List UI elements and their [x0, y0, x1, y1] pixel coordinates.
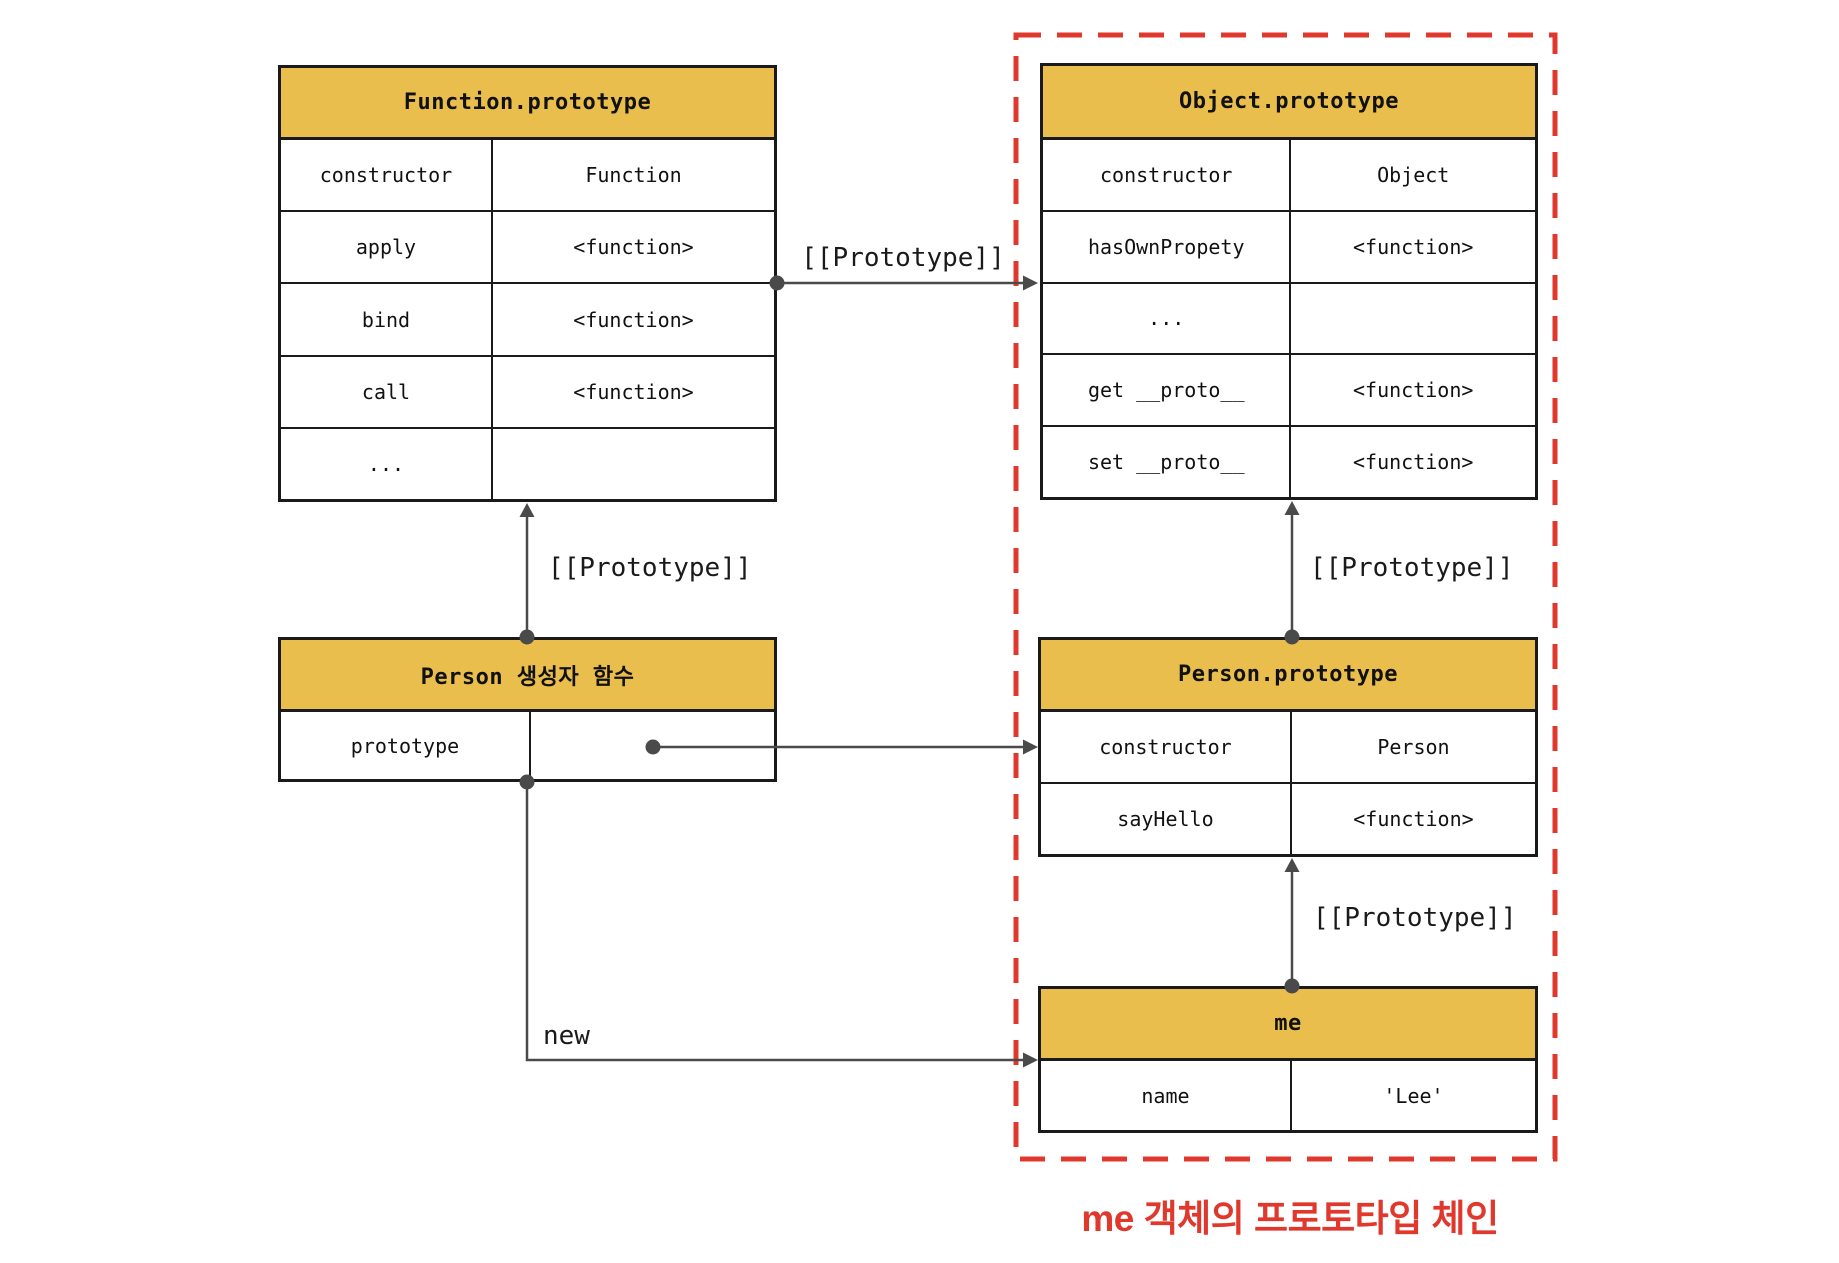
- cell-key: prototype: [281, 712, 531, 779]
- table-row: call <function>: [281, 354, 774, 427]
- table-header: Person.prototype: [1041, 640, 1535, 712]
- table-title: Object.prototype: [1179, 89, 1399, 114]
- cell-value: <function>: [573, 307, 694, 332]
- cell-key: hasOwnPropety: [1043, 211, 1292, 282]
- table-header: Function.prototype: [281, 68, 774, 140]
- cell-value: [531, 712, 774, 779]
- cell-value: <function>: [1353, 234, 1474, 259]
- table-header: Object.prototype: [1043, 66, 1535, 140]
- cell-key: call: [281, 356, 493, 427]
- table-function-prototype: Function.prototype constructor Function ap…: [278, 65, 777, 502]
- table-body: prototype: [281, 712, 774, 779]
- cell-key: constructor: [1043, 140, 1292, 210]
- table-body: constructor Object hasOwnPropety <function>…: [1043, 140, 1535, 497]
- table-title: me: [1274, 1011, 1302, 1036]
- table-row: sayHello <function>: [1041, 782, 1535, 854]
- table-header: me: [1041, 989, 1535, 1061]
- prototype-label-top: [[Prototype]]: [801, 243, 1005, 273]
- cell-key: name: [1041, 1061, 1292, 1130]
- table-title: Person.prototype: [1178, 662, 1398, 687]
- arrow-new-instance-head: [1023, 1052, 1038, 1068]
- cell-key: set __proto__: [1043, 427, 1292, 497]
- prototype-label-right: [[Prototype]]: [1310, 553, 1514, 583]
- table-body: constructor Function apply <function> bind <f…: [281, 140, 774, 500]
- arrow-personproto-to-objectproto-head: [1284, 501, 1300, 515]
- table-row: set __proto__ <function>: [1043, 425, 1535, 497]
- cell-key: ...: [281, 428, 493, 500]
- cell-value: Function: [585, 163, 682, 188]
- cell-value: <function>: [573, 379, 694, 404]
- table-row: apply <function>: [281, 210, 774, 283]
- table-row: constructor Person: [1041, 712, 1535, 782]
- cell-key: get __proto__: [1043, 355, 1292, 426]
- arrow-me-to-personproto-head: [1284, 858, 1300, 872]
- table-row: hasOwnPropety <function>: [1043, 209, 1535, 282]
- prototype-label-left: [[Prototype]]: [548, 553, 752, 583]
- table-title: Person 생성자 함수: [420, 664, 635, 690]
- cell-key: apply: [281, 212, 493, 283]
- cell-value: <function>: [1353, 378, 1474, 403]
- table-row: ...: [1043, 281, 1535, 354]
- cell-value: <function>: [573, 235, 694, 260]
- arrow-prototype-ref-head: [1023, 739, 1038, 755]
- table-row: prototype: [281, 712, 774, 779]
- prototype-label-bottom: [[Prototype]]: [1313, 903, 1517, 933]
- cell-value: <function>: [1353, 450, 1474, 475]
- cell-value: [1291, 284, 1535, 354]
- diagram-caption: me 객체의 프로토타입 체인: [1081, 1198, 1499, 1239]
- table-body: name 'Lee': [1041, 1061, 1535, 1130]
- table-row: constructor Function: [281, 140, 774, 211]
- cell-key: sayHello: [1041, 784, 1292, 854]
- arrow-functionproto-to-objectproto-head: [1023, 275, 1038, 291]
- table-person-constructor: Person 생성자 함수 prototype: [278, 637, 777, 782]
- table-row: ...: [281, 426, 774, 500]
- arrow-new-instance-line: [525, 782, 1026, 1062]
- table-object-prototype: Object.prototype constructor Object hasOwn…: [1040, 63, 1538, 500]
- cell-key: ...: [1043, 283, 1292, 354]
- arrow-person-to-functionproto-head: [519, 503, 535, 517]
- cell-value: Person: [1377, 735, 1450, 759]
- new-label: new: [543, 1021, 590, 1051]
- cell-key: bind: [281, 284, 493, 355]
- cell-value: 'Lee': [1383, 1083, 1444, 1108]
- table-row: get __proto__ <function>: [1043, 353, 1535, 426]
- table-body: constructor Person sayHello <function>: [1041, 712, 1535, 854]
- table-me-object: me name 'Lee': [1038, 986, 1538, 1133]
- cell-key: constructor: [1041, 712, 1292, 782]
- cell-value: <function>: [1353, 807, 1474, 831]
- table-person-prototype: Person.prototype constructor Person sayHel…: [1038, 637, 1538, 857]
- table-title: Function.prototype: [403, 90, 652, 115]
- table-row: bind <function>: [281, 282, 774, 355]
- cell-key: constructor: [281, 140, 493, 211]
- cell-value: Object: [1377, 162, 1450, 187]
- table-header: Person 생성자 함수: [281, 640, 774, 712]
- cell-value: [493, 429, 774, 499]
- table-row: name 'Lee': [1041, 1061, 1535, 1130]
- table-row: constructor Object: [1043, 140, 1535, 210]
